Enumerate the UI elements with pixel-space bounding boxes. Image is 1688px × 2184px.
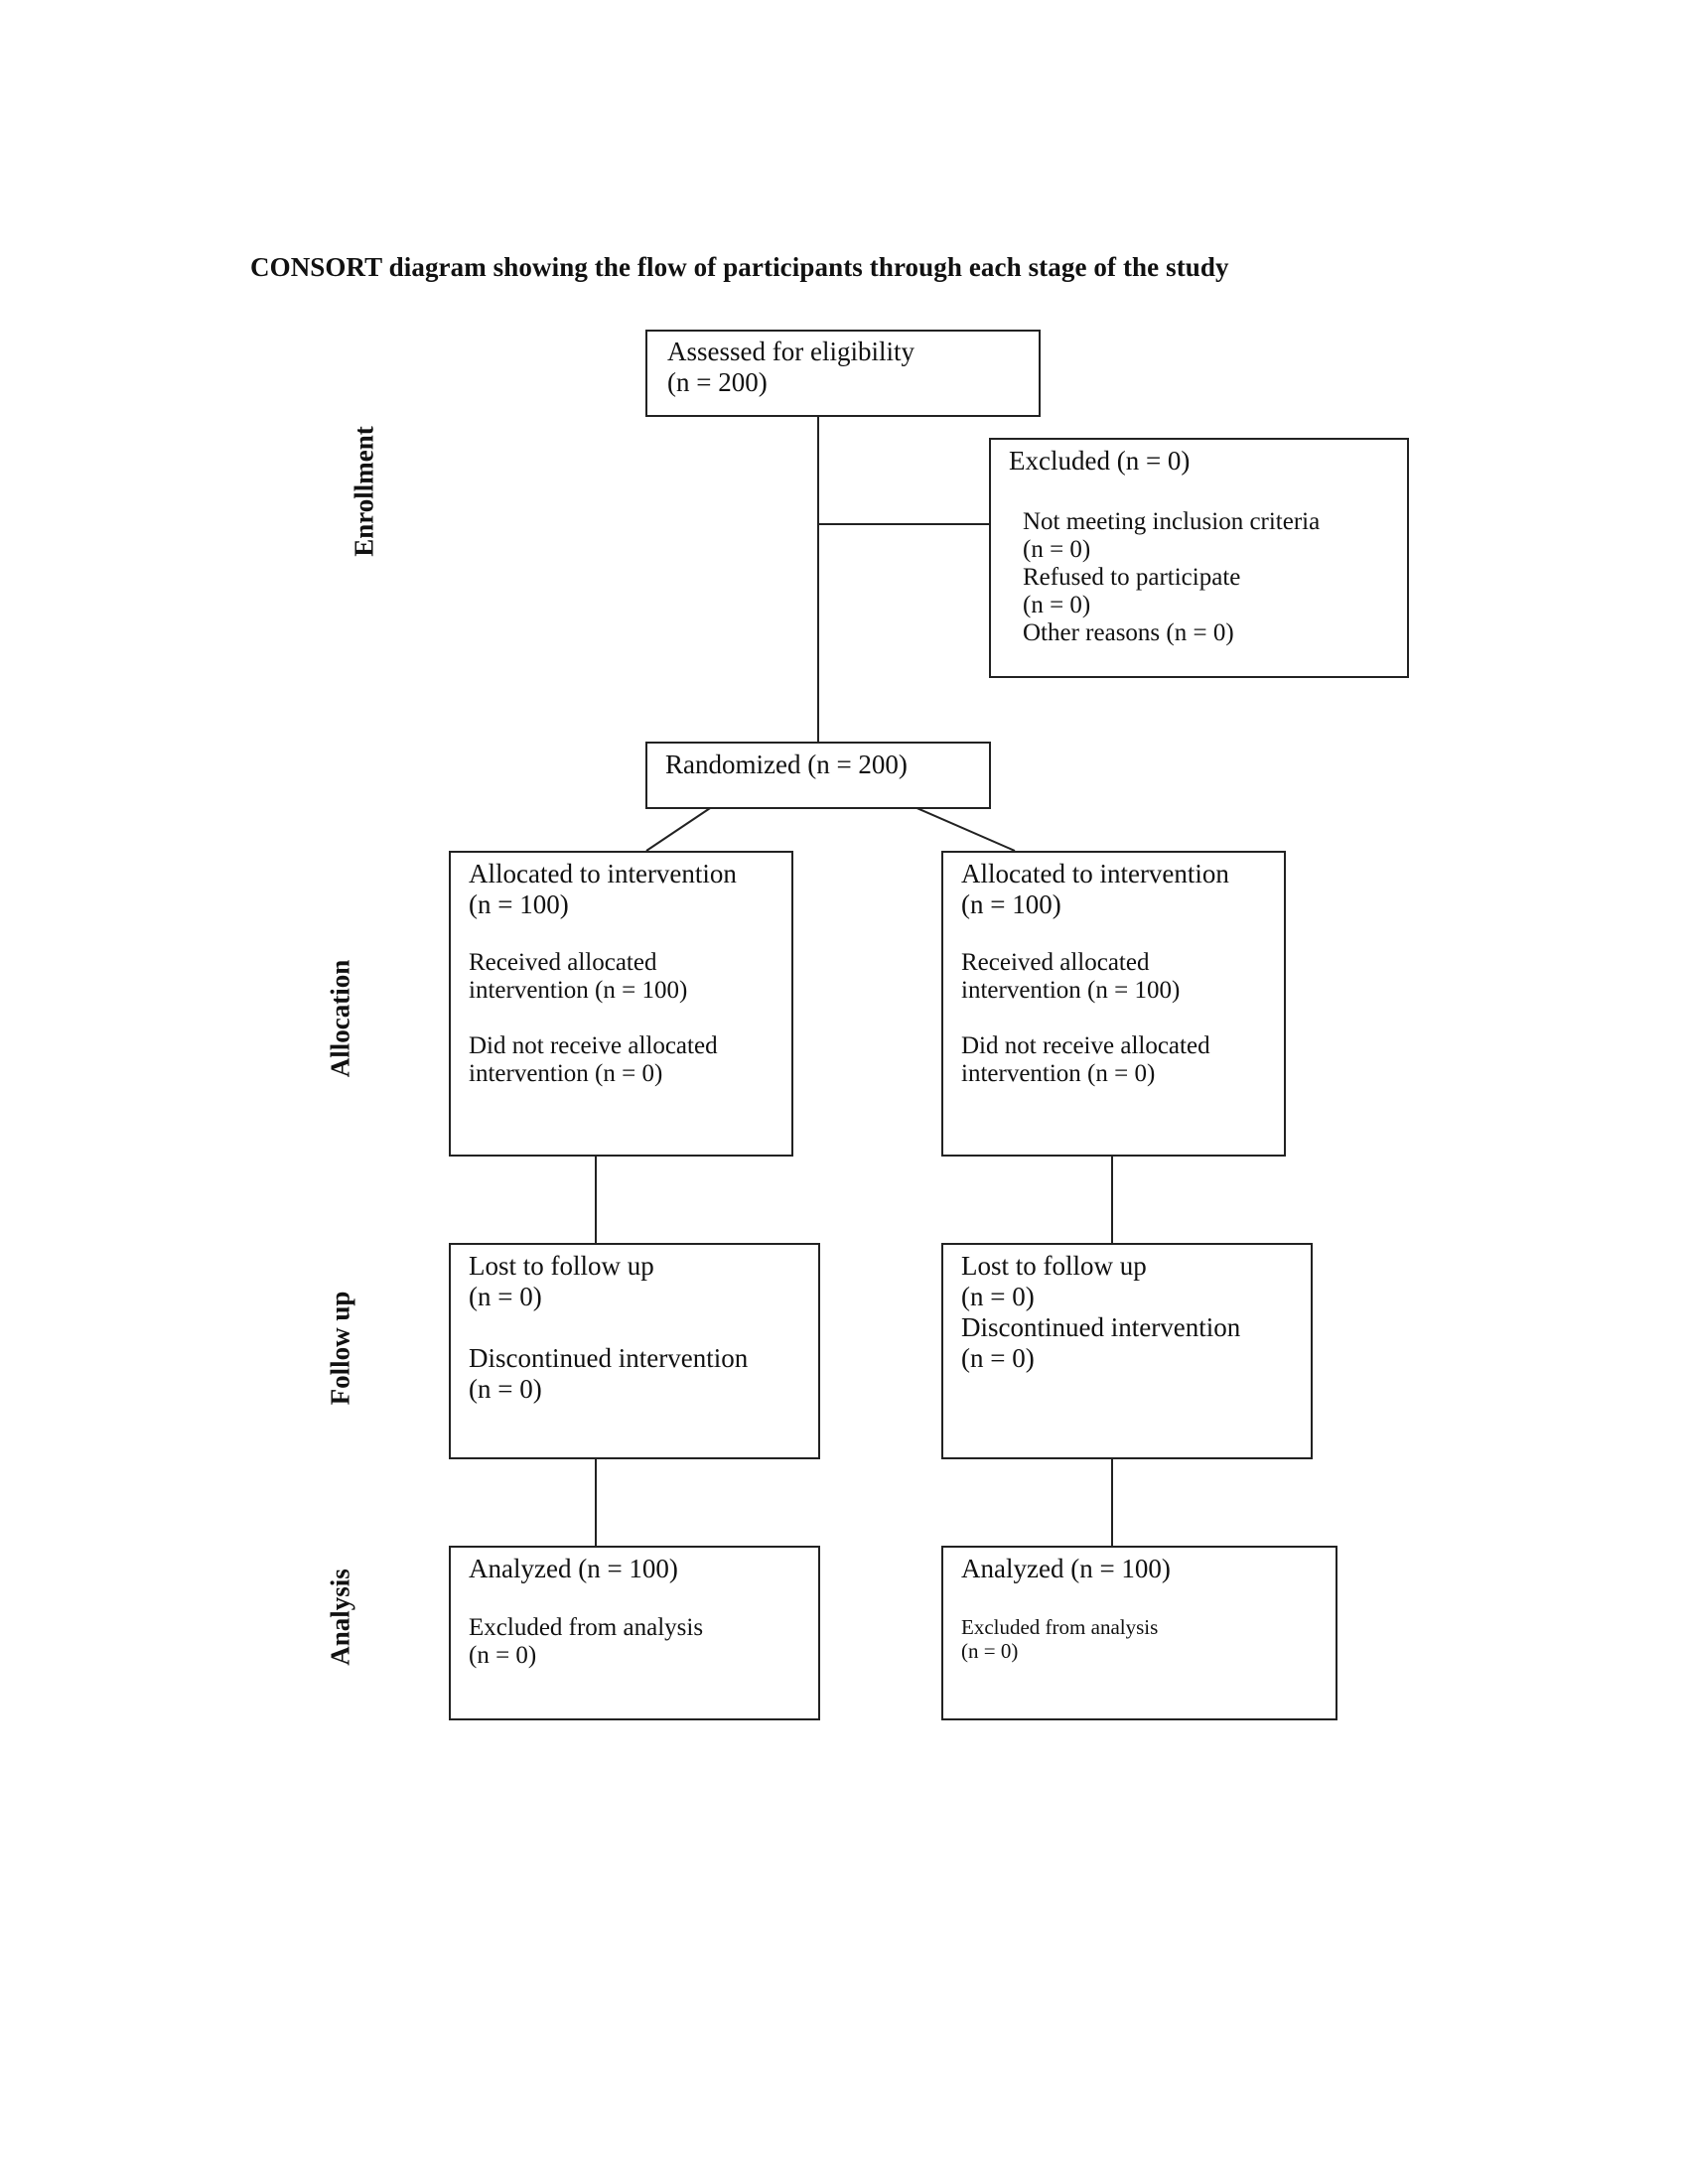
excluded-analysis-label: Excluded from analysis [469, 1614, 704, 1641]
analyzed-label: Analyzed (n = 100) [961, 1554, 1171, 1583]
randomized-box: Randomized (n = 200) [645, 742, 991, 809]
lost-followup-label: Lost to follow up [469, 1251, 654, 1281]
excluded-not-meeting-count: (n = 0) [1023, 536, 1091, 563]
allocation-box-right: Allocated to intervention (n = 100) Rece… [941, 851, 1286, 1157]
not-received-label: Did not receive allocated [469, 1032, 718, 1059]
lost-followup-label: Lost to follow up [961, 1251, 1147, 1281]
received-label: Received allocated [469, 949, 657, 976]
stage-label-analysis: Analysis [325, 1569, 355, 1666]
excluded-analysis-count: (n = 0) [961, 1639, 1019, 1663]
diagram-title: CONSORT diagram showing the flow of part… [250, 252, 1229, 282]
allocated-label: Allocated to intervention [469, 859, 737, 888]
received-count: intervention (n = 100) [961, 977, 1181, 1004]
lost-followup-count: (n = 0) [469, 1282, 542, 1311]
analysis-box-right: Analyzed (n = 100) Excluded from analysi… [941, 1546, 1337, 1720]
excluded-analysis-label: Excluded from analysis [961, 1615, 1159, 1639]
not-received-label: Did not receive allocated [961, 1032, 1210, 1059]
discontinued-count: (n = 0) [961, 1343, 1035, 1373]
allocation-box-left: Allocated to intervention (n = 100) Rece… [449, 851, 793, 1157]
discontinued-label: Discontinued intervention [469, 1343, 749, 1373]
excluded-box: Excluded (n = 0) Not meeting inclusion c… [989, 438, 1409, 678]
excluded-analysis-count: (n = 0) [469, 1642, 537, 1669]
assessed-label: Assessed for eligibility [667, 337, 914, 366]
allocated-count: (n = 100) [469, 889, 569, 919]
analyzed-label: Analyzed (n = 100) [469, 1554, 678, 1583]
excluded-refused-count: (n = 0) [1023, 592, 1091, 618]
assessed-box: Assessed for eligibility (n = 200) [645, 330, 1041, 417]
stage-label-allocation: Allocation [325, 959, 355, 1078]
followup-box-left: Lost to follow up (n = 0) Discontinued i… [449, 1243, 820, 1459]
excluded-heading: Excluded (n = 0) [1009, 446, 1191, 476]
excluded-other: Other reasons (n = 0) [1023, 619, 1234, 646]
received-count: intervention (n = 100) [469, 977, 688, 1004]
lost-followup-count: (n = 0) [961, 1282, 1035, 1311]
not-received-count: intervention (n = 0) [961, 1060, 1156, 1087]
discontinued-label: Discontinued intervention [961, 1312, 1241, 1342]
analysis-box-left: Analyzed (n = 100) Excluded from analysi… [449, 1546, 820, 1720]
excluded-not-meeting: Not meeting inclusion criteria [1023, 508, 1321, 535]
discontinued-count: (n = 0) [469, 1374, 542, 1404]
stage-label-enrollment: Enrollment [349, 426, 379, 557]
allocated-label: Allocated to intervention [961, 859, 1229, 888]
not-received-count: intervention (n = 0) [469, 1060, 663, 1087]
randomized-label: Randomized (n = 200) [665, 750, 908, 779]
received-label: Received allocated [961, 949, 1150, 976]
assessed-count: (n = 200) [667, 367, 768, 397]
allocated-count: (n = 100) [961, 889, 1061, 919]
excluded-refused: Refused to participate [1023, 564, 1241, 591]
followup-box-right: Lost to follow up (n = 0) Discontinued i… [941, 1243, 1313, 1459]
stage-label-followup: Follow up [325, 1291, 355, 1406]
